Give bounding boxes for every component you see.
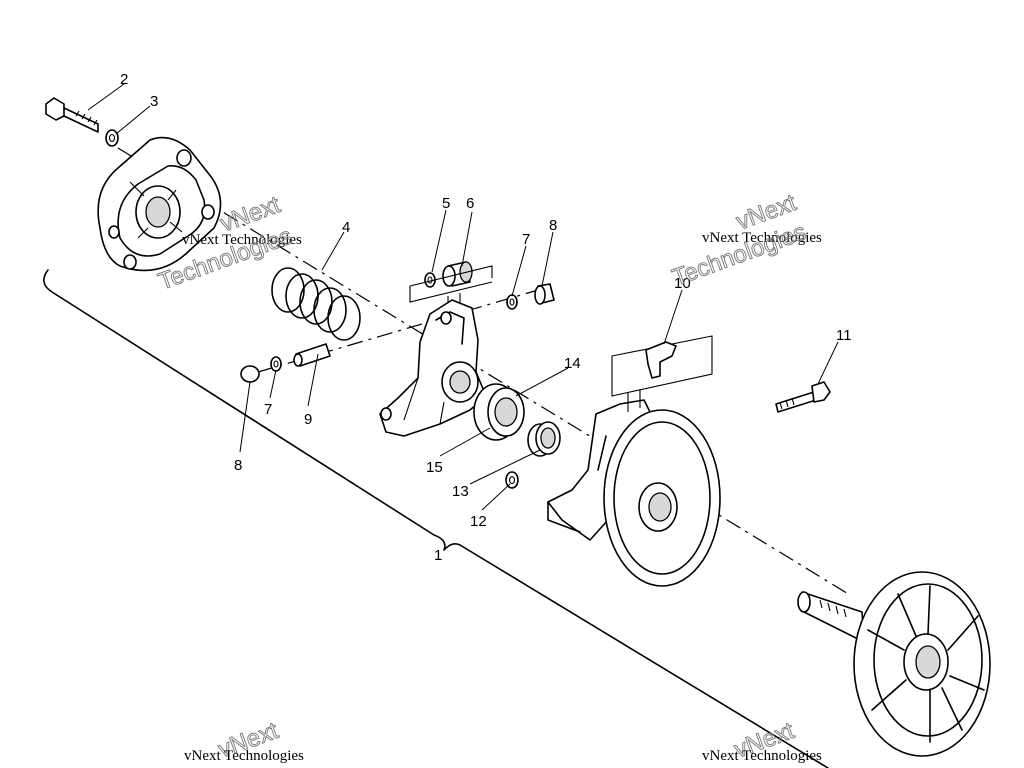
watermark-text: vNext Technologies (184, 748, 304, 764)
callout-13: 13 (452, 483, 469, 500)
spider-bracket-part (379, 299, 487, 437)
washer-right-part (506, 294, 518, 310)
callout-7-left: 7 (264, 401, 272, 418)
callout-11: 11 (836, 327, 852, 344)
watermark-text: vNext Technologies (182, 232, 302, 248)
roller-left-part (240, 365, 260, 383)
callout-2: 2 (120, 71, 128, 88)
pin-part (293, 343, 331, 367)
callout-6: 6 (466, 195, 474, 212)
callout-14: 14 (564, 355, 581, 372)
small-washer-part (424, 272, 436, 288)
parts-group-box-5-6 (409, 265, 493, 303)
callout-3: 3 (150, 93, 158, 110)
roller-right-part (534, 283, 555, 305)
callout-15: 15 (426, 459, 443, 476)
assembly-bracket (43, 269, 829, 768)
watermark-text: vNext Technologies (702, 230, 822, 246)
bearing-part (473, 383, 525, 441)
long-bolt-part (775, 381, 831, 413)
watermark-text: vNext Technologies (702, 748, 822, 764)
watermark-bottom-right: vNext vNext Technologies (702, 717, 822, 764)
callout-7-right: 7 (522, 231, 530, 248)
callout-10: 10 (674, 275, 691, 292)
watermark-bottom-left: vNext vNext Technologies (184, 717, 304, 764)
shaft-centerline (117, 147, 851, 596)
callout-12: 12 (470, 513, 487, 530)
callout-4: 4 (342, 219, 350, 236)
callout-labels: 1 2 3 4 5 6 7 8 9 10 11 12 13 14 15 7 8 (120, 71, 852, 564)
weight-part (645, 341, 677, 379)
cover-plate-part (97, 136, 222, 272)
moveable-sheave-part (547, 399, 721, 587)
parts-group-box-10 (611, 335, 713, 397)
watermark-top-right: vNext vNext Technologies Technologies (668, 189, 822, 292)
bolt-part (45, 97, 99, 133)
callout-1: 1 (434, 547, 442, 564)
callout-9: 9 (304, 411, 312, 428)
callout-5: 5 (442, 195, 450, 212)
callout-8-right: 8 (549, 217, 557, 234)
washer-part (105, 129, 119, 147)
leader-lines (87, 83, 839, 511)
pin-centerline (257, 287, 546, 373)
spring-part (271, 267, 361, 341)
fixed-sheave-part (797, 571, 991, 757)
bushing-ring-part (527, 421, 561, 457)
washer-left-part (270, 356, 282, 372)
callout-8-left: 8 (234, 457, 242, 474)
nut-part (505, 471, 519, 489)
